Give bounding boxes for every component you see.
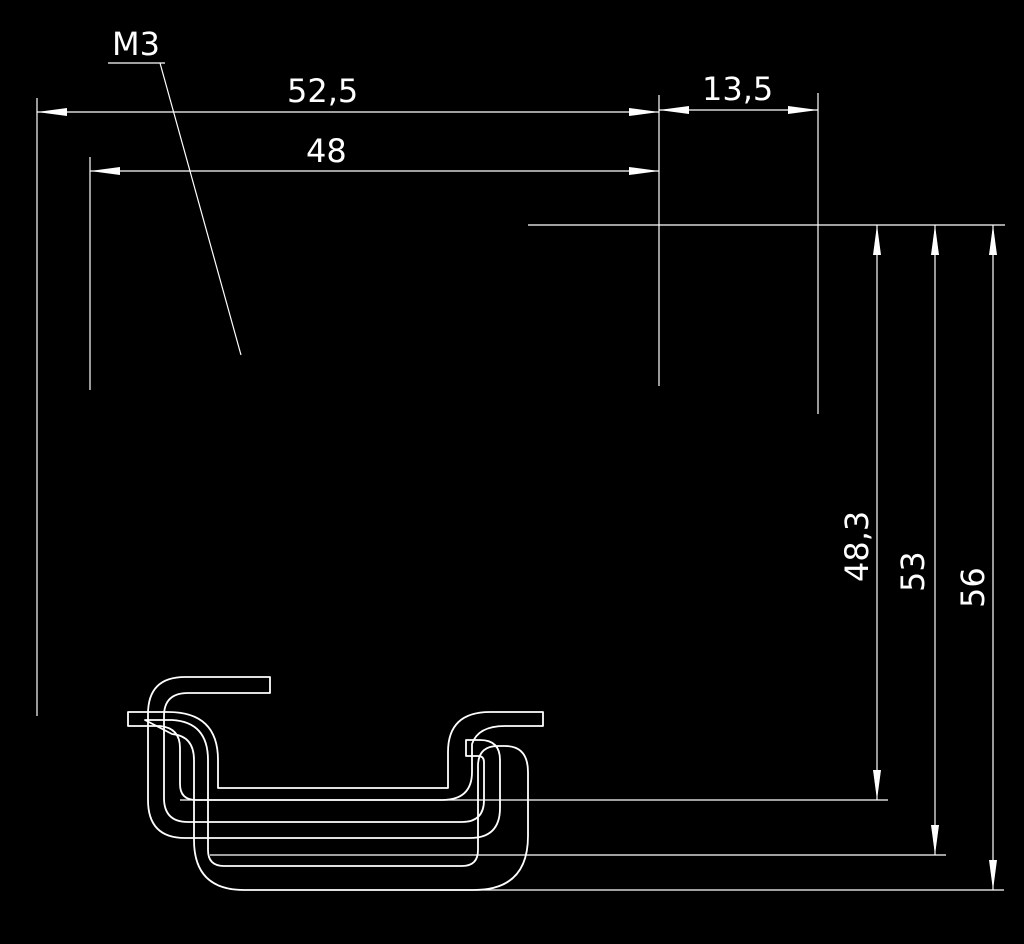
arrowhead-left: [659, 106, 689, 114]
rail-profile-upper: [147, 676, 501, 839]
dimension-48: 48: [89, 132, 659, 390]
arrowhead-left: [90, 167, 120, 175]
rail-profile-group: [127, 676, 544, 891]
arrowhead-bottom: [989, 860, 997, 890]
arrowhead-right: [788, 106, 818, 114]
thread-callout: M3: [108, 25, 242, 356]
callout-leader: [159, 62, 242, 356]
dimension-text-48-3: 48,3: [838, 511, 876, 582]
dimension-53: 53: [210, 225, 946, 856]
arrowhead-right: [629, 167, 659, 175]
rail-profile-lower: [144, 719, 529, 891]
dimension-text-48: 48: [306, 132, 347, 170]
dimension-13-5: 13,5: [658, 70, 819, 414]
arrowhead-bottom: [873, 770, 881, 800]
arrowhead-top: [989, 225, 997, 255]
dimension-56: 56: [440, 225, 1004, 891]
dimension-48-3: 48,3: [180, 225, 888, 801]
arrowhead-top: [873, 225, 881, 255]
dimension-text-13-5: 13,5: [702, 70, 773, 108]
arrowhead-top: [931, 225, 939, 255]
arrowhead-bottom: [931, 825, 939, 855]
dimension-52-5: 52,5: [36, 72, 659, 716]
thread-label: M3: [112, 25, 160, 63]
arrowhead-left: [37, 108, 67, 116]
arrowhead-right: [629, 108, 659, 116]
dimension-text-52-5: 52,5: [287, 72, 358, 110]
rail-profile-middle: [127, 711, 544, 801]
dimension-text-56: 56: [954, 567, 992, 608]
dimension-text-53: 53: [894, 551, 932, 592]
